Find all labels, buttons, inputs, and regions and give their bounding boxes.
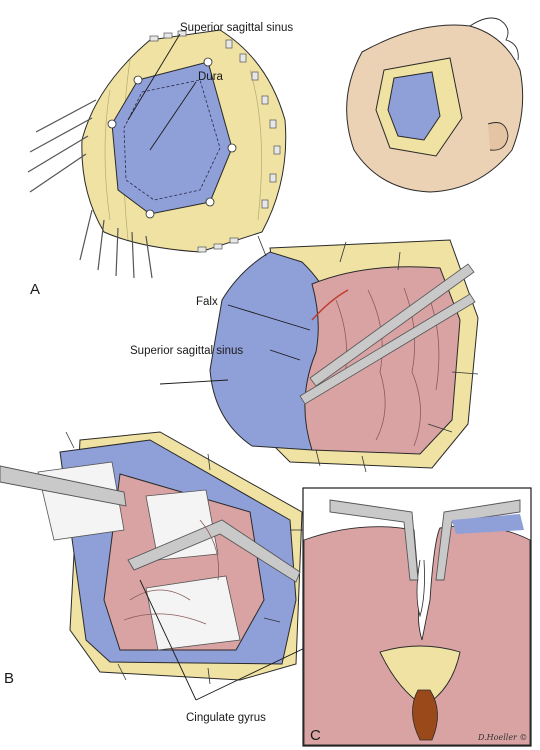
scalp-clips (149, 30, 281, 253)
brain-retractors (299, 263, 476, 405)
label-superior-sagittal-sinus-a: Superior sagittal sinus (180, 22, 293, 34)
ear-icon (487, 122, 509, 151)
leader-dura (149, 81, 197, 151)
head-dura-window (387, 71, 441, 141)
leader-sinus-tool (159, 379, 229, 385)
label-superior-sagittal-sinus-b: Superior sagittal sinus (130, 345, 243, 357)
retractor-blades-b (0, 465, 301, 583)
exposed-brain (304, 266, 461, 455)
bridging-vessel (311, 289, 349, 321)
panel-label-c: C (310, 727, 321, 744)
label-cingulate-gyrus: Cingulate gyrus (186, 712, 266, 724)
lateral-ventricle (412, 689, 438, 741)
leader-cingulate-gyrus-b (139, 579, 197, 701)
leader-superior-sagittal-sinus-a (127, 33, 181, 121)
dural-strip (452, 514, 524, 534)
gyri-lines (335, 287, 440, 447)
coronal-detail-inset: C D.Hoeller © (302, 487, 532, 747)
exposed-dura (111, 61, 233, 215)
artist-signature: D.Hoeller © (477, 733, 527, 742)
panel-label-b: B (4, 670, 14, 687)
interhemispheric-view: B Cingulate gyrus (0, 431, 381, 724)
dural-incision-line (123, 79, 221, 201)
leader-superior-sagittal-sinus-b (269, 349, 301, 361)
scalp-retraction-hooks (27, 99, 153, 279)
label-falx: Falx (196, 296, 218, 308)
leader-falx (227, 304, 311, 331)
gyri-lines-b (123, 519, 219, 625)
label-dura: Dura (198, 71, 224, 83)
falx-exposure-view: Falx Superior sagittal sinus (130, 235, 479, 473)
burr-holes (107, 57, 237, 219)
stay-sutures (257, 235, 479, 473)
craniotomy-view: Superior sagittal sinus Dura A (27, 22, 293, 298)
panel-label-a: A (30, 281, 40, 298)
corpus-callosum (379, 645, 461, 707)
patient-head-inset (346, 17, 524, 193)
face-profile (469, 17, 519, 61)
